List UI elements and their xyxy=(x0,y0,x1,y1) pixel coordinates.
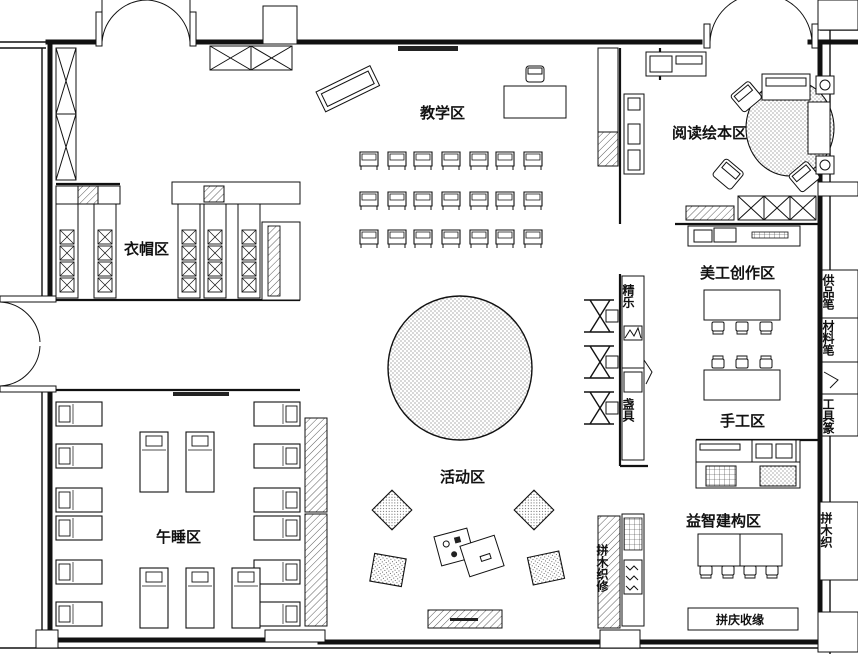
nap-beds xyxy=(55,401,301,629)
art-chairs xyxy=(711,321,773,335)
shelf-label-materials: 材料笔 xyxy=(821,319,835,357)
partition-walls xyxy=(597,47,820,468)
shelf-label-music: 精乐 xyxy=(621,283,635,309)
craft-chairs xyxy=(711,355,773,369)
zone-label-art: 美工创作区 xyxy=(700,264,775,282)
nap-divider-lower xyxy=(304,513,328,627)
blocks-right-shelf xyxy=(819,501,858,581)
student-chairs xyxy=(359,151,543,249)
zone-label-teaching: 教学区 xyxy=(419,104,465,122)
coat-cabinets xyxy=(55,181,301,301)
art-counter xyxy=(687,225,801,247)
teacher-desk xyxy=(503,85,567,119)
nap-divider-upper xyxy=(304,417,328,513)
activity-rug xyxy=(387,295,533,441)
top-left-door xyxy=(95,0,197,47)
building-shelves xyxy=(597,513,645,629)
shelf-label-blocks-left: 拼木织修 xyxy=(595,543,609,593)
reading-table xyxy=(712,73,835,193)
instrument-shelf xyxy=(621,275,653,461)
craft-counter xyxy=(695,439,801,489)
zone-label-nap: 午睡区 xyxy=(156,528,201,546)
right-wall-shelves xyxy=(821,269,858,437)
shelf-label-props: 盏具 xyxy=(621,397,635,423)
teaching-easel xyxy=(315,65,381,113)
building-tables xyxy=(697,533,783,579)
activity-stools xyxy=(369,489,566,588)
top-board xyxy=(398,46,458,51)
cloakroom-walls xyxy=(55,47,300,392)
pillar xyxy=(262,5,298,45)
left-door xyxy=(0,295,57,393)
teacher-chair xyxy=(525,65,545,83)
zone-label-activity: 活动区 xyxy=(440,468,485,486)
top-right-door xyxy=(703,0,819,49)
zone-label-building: 益智建构区 xyxy=(686,512,761,530)
nap-board xyxy=(173,392,229,396)
shelf-label-tools: 工具篆 xyxy=(821,398,835,435)
zone-label-craft: 手工区 xyxy=(720,412,765,430)
blocks-bottom-shelf xyxy=(687,607,799,631)
zone-label-cloakroom: 衣帽区 xyxy=(124,240,169,258)
music-stands xyxy=(584,299,619,425)
reading-shelves xyxy=(685,181,858,221)
top-cabinets xyxy=(209,45,293,71)
shelf-label-blocks-bottom: 拼庆收缘 xyxy=(716,612,764,627)
shelf-label-blocks-right: 拼木织 xyxy=(819,511,833,549)
zone-label-reading: 阅读绘本区 xyxy=(672,124,747,142)
craft-table xyxy=(703,369,781,401)
art-table xyxy=(703,289,781,321)
shelf-label-supplies: 供品笔 xyxy=(821,273,835,311)
